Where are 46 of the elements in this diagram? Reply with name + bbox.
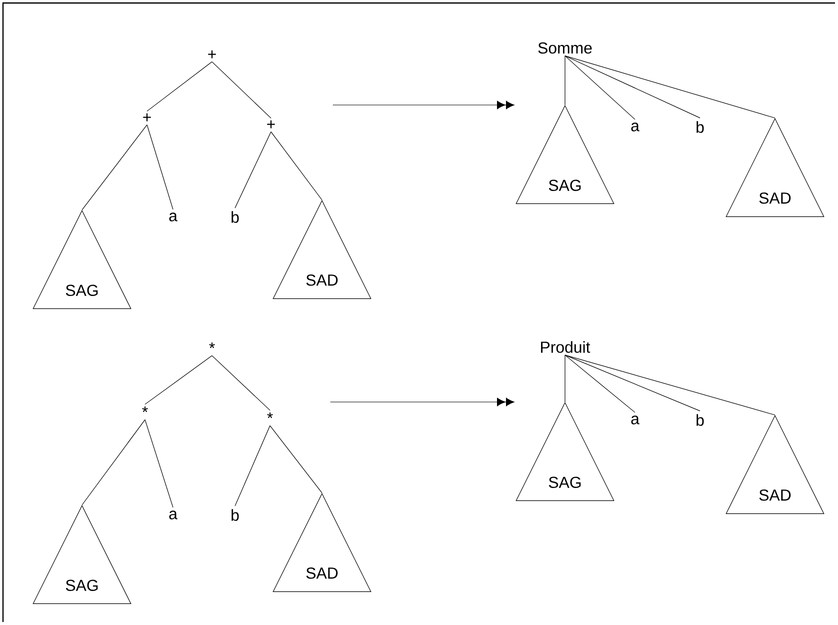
tree-branch bbox=[82, 419, 146, 506]
leaf-label: b bbox=[696, 414, 704, 426]
subtree-triangle: SAD bbox=[726, 118, 824, 217]
tree-branch bbox=[564, 56, 636, 120]
leaf-label: b bbox=[696, 121, 704, 133]
leaf-label: a bbox=[631, 122, 640, 132]
operator-label: + bbox=[267, 120, 275, 128]
tree-branch bbox=[564, 354, 700, 412]
operator-label: Somme bbox=[538, 42, 592, 54]
operator-label: + bbox=[143, 113, 151, 122]
tree-branch bbox=[144, 355, 212, 405]
tree-branch bbox=[270, 425, 322, 494]
tree-branch bbox=[564, 354, 776, 416]
operator-label: * bbox=[267, 412, 273, 418]
tree-branch bbox=[564, 56, 700, 118]
subtree-triangle: SAD bbox=[726, 415, 824, 514]
operator-label: Produit bbox=[541, 341, 590, 353]
operator-label: * bbox=[142, 406, 148, 412]
leaf-label: b bbox=[232, 211, 239, 223]
subtree-triangle: SAG bbox=[32, 505, 132, 604]
leaf-label: a bbox=[169, 510, 178, 520]
tree-branch bbox=[234, 425, 270, 506]
tree-branch bbox=[82, 124, 148, 210]
tree-branch bbox=[234, 132, 272, 208]
subtree-triangle: SAG bbox=[516, 402, 614, 501]
operator-label: + bbox=[208, 50, 216, 58]
tree-branch bbox=[212, 355, 270, 411]
tree-branch bbox=[144, 419, 174, 508]
subtree-triangle: SAD bbox=[272, 200, 372, 299]
tree-branch bbox=[212, 62, 272, 118]
subtree-triangle: SAD bbox=[272, 493, 372, 592]
leaf-label: b bbox=[232, 509, 239, 521]
tree-branch bbox=[564, 56, 566, 106]
subtree-triangle: SAG bbox=[32, 210, 132, 309]
transformation-arrow bbox=[332, 100, 514, 110]
tree-branch bbox=[564, 56, 776, 118]
transformation-arrow bbox=[330, 398, 514, 406]
tree-branch bbox=[564, 354, 566, 402]
tree-branch bbox=[146, 124, 174, 210]
tree-branch bbox=[270, 132, 322, 200]
leaf-label: a bbox=[631, 416, 640, 424]
tree-branch bbox=[564, 354, 636, 413]
operator-label: * bbox=[209, 342, 215, 348]
tree-branch bbox=[146, 62, 212, 112]
subtree-triangle: SAG bbox=[516, 105, 614, 204]
leaf-label: a bbox=[169, 212, 178, 222]
